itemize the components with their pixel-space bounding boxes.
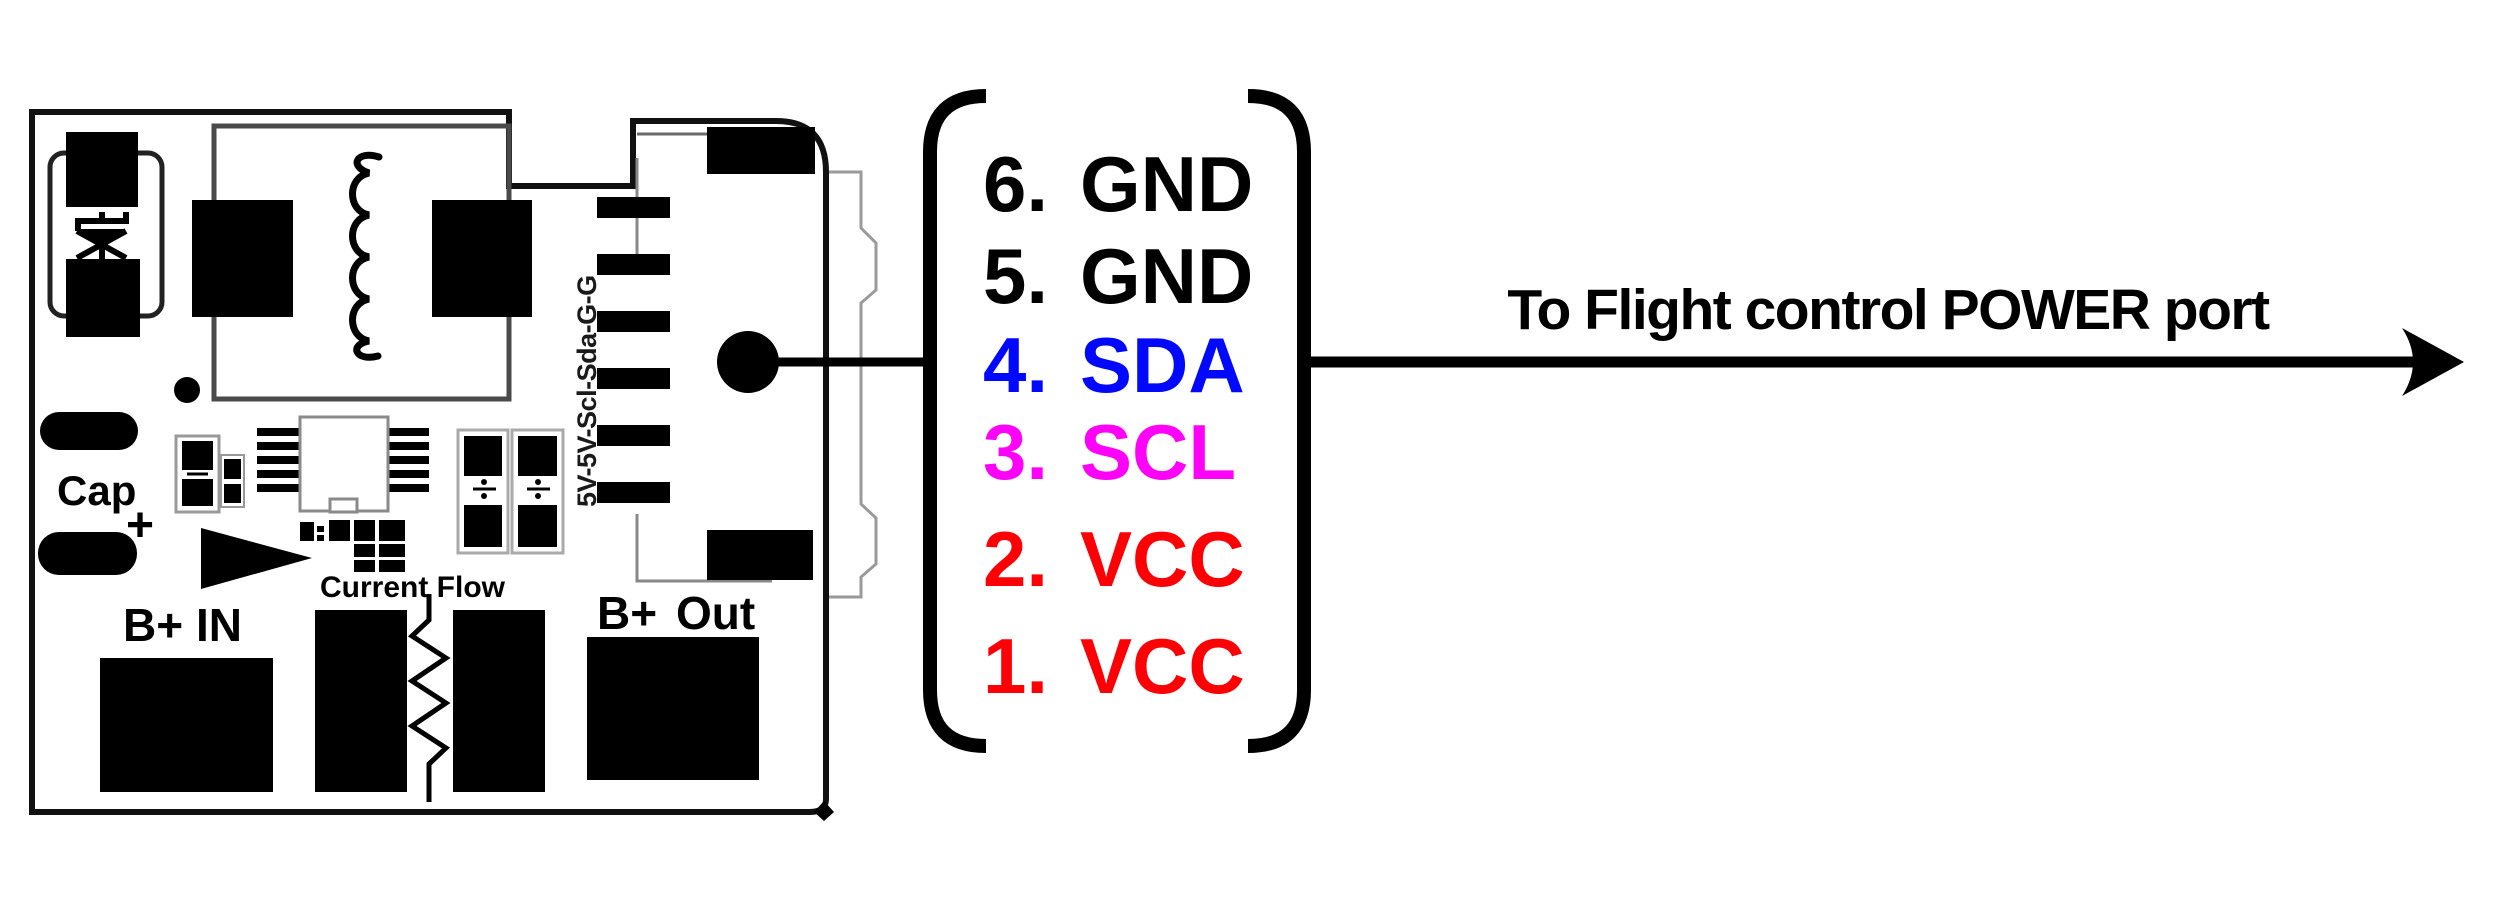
pin-3-name: SCL — [1080, 408, 1236, 496]
passive-component-1 — [174, 434, 221, 514]
arrow-annotation: To Flight control POWER port — [1304, 278, 2464, 396]
passive-component-2 — [220, 454, 245, 508]
b-in-pad — [100, 658, 273, 792]
pin-3-number: 3. — [983, 408, 1048, 496]
jumper-pad-cluster — [300, 520, 405, 572]
diode-pad-top — [66, 132, 138, 207]
housing-stub-bottom — [635, 514, 772, 583]
switcher-pad-right — [432, 200, 532, 317]
b-out-word-label: Out — [676, 587, 755, 639]
b-out-pad — [587, 637, 759, 780]
via-dot — [174, 377, 200, 403]
zener-diode-icon — [75, 212, 129, 261]
switcher-pad-left — [192, 200, 293, 317]
pin-4-number: 4. — [983, 321, 1048, 409]
pin-6-number: 6. — [983, 140, 1048, 228]
connector-pad-bottom — [707, 530, 813, 580]
pin-5-number: 5. — [983, 232, 1048, 320]
shunt-pad-left — [315, 610, 407, 792]
pin-4-name: SDA — [1080, 321, 1245, 409]
tvs-diode-assembly — [47, 132, 165, 337]
ic-chip — [257, 415, 429, 514]
board-corner-nub — [814, 801, 834, 821]
output-capacitor-2 — [510, 428, 565, 555]
pcb-module: Cap + — [29, 109, 878, 821]
ic-notch — [328, 497, 359, 514]
pin-2-name: VCC — [1080, 515, 1245, 603]
b-in-word-label: IN — [196, 599, 242, 651]
arrow-head-icon — [2402, 328, 2464, 396]
arrow-label: To Flight control POWER port — [1507, 278, 2270, 342]
connector-silhouette — [828, 170, 878, 599]
pin-2-number: 2. — [983, 515, 1048, 603]
b-in-prefix-label: B+ — [123, 599, 183, 651]
pin-6-name: GND — [1080, 140, 1253, 228]
pin-1-number: 1. — [983, 622, 1048, 710]
inductor-coil-icon — [349, 151, 383, 361]
diode-pad-bottom — [66, 259, 140, 337]
ic-pins-left — [257, 428, 300, 492]
cap-pad-bottom — [38, 532, 137, 575]
pinout-callout: 6. GND 5. GND 4. SDA 3. SCL 2. VCC 1. VC… — [717, 89, 1311, 753]
cap-pad-top — [40, 412, 138, 450]
b-out-prefix-label: B+ — [597, 587, 657, 639]
ic-pins-right — [387, 428, 429, 492]
connector-pad-top — [707, 127, 815, 174]
cap-plus-label: + — [126, 499, 154, 552]
pin-column-vertical-label: 5V-5V-Scl-Sda-G-G — [572, 275, 602, 507]
bracket-right — [1247, 89, 1311, 753]
bracket-left — [923, 89, 987, 753]
shunt-resistor-icon — [407, 594, 451, 802]
current-flow-label: Current Flow — [320, 571, 506, 604]
output-capacitor-1 — [456, 428, 510, 555]
pin-list: 6. GND 5. GND 4. SDA 3. SCL 2. VCC 1. VC… — [983, 140, 1253, 710]
pin-1-name: VCC — [1080, 622, 1245, 710]
connector-pin-bars — [597, 197, 670, 503]
pin-5-name: GND — [1080, 232, 1253, 320]
current-flow-arrow-icon — [201, 528, 312, 589]
shunt-pad-right — [453, 610, 545, 792]
cap-label: Cap — [57, 467, 136, 514]
ic-body — [298, 415, 390, 513]
